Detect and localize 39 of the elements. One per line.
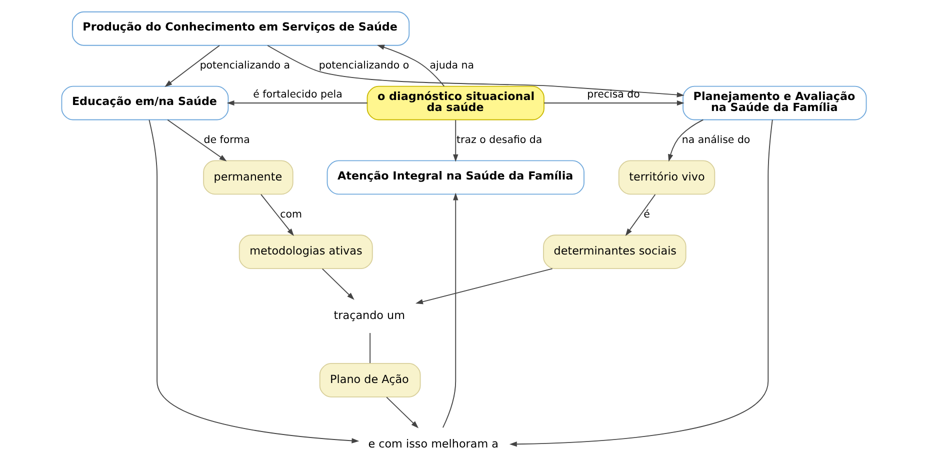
node-box: permanente	[202, 160, 293, 195]
arrow	[452, 120, 458, 162]
arrow	[668, 119, 704, 162]
arrow	[260, 194, 294, 236]
edge-label: precisa do	[586, 89, 640, 100]
node-box: Educação em/na Saúde	[60, 86, 228, 120]
edge-label: de forma	[203, 134, 250, 146]
edge-label: ajuda na	[429, 60, 474, 72]
edge-label: é fortalecido pela	[252, 89, 342, 100]
arrow	[164, 44, 220, 87]
arrow	[166, 119, 226, 162]
edge-label: potencializando a	[199, 60, 290, 72]
arrow	[414, 268, 552, 304]
node-box: Atenção Integral na Saúde da Família	[326, 160, 584, 195]
edge-label: com	[280, 209, 302, 220]
arrow	[442, 192, 458, 428]
arrow	[376, 44, 444, 87]
arrow	[321, 268, 354, 300]
arrow	[226, 100, 368, 106]
node-box: território vivo	[618, 160, 715, 195]
arrow	[386, 396, 418, 428]
edge-label: é	[643, 209, 650, 220]
edge-label: traz o desafio da	[456, 134, 542, 146]
arrow	[624, 194, 656, 236]
edge-label: na análise do	[681, 134, 750, 146]
arrow	[148, 120, 359, 444]
node-box: metodologias ativas	[238, 234, 372, 270]
node-box: determinantes sociais	[542, 234, 686, 270]
node-box: Planejamento e Avaliação na Saúde da Família	[682, 86, 866, 120]
node-box: Plano de Ação	[318, 363, 420, 398]
arrow	[508, 119, 772, 447]
node-text: traçando um	[333, 308, 405, 322]
arrow	[266, 45, 684, 98]
arrow	[543, 100, 684, 106]
edge-label: potencializando o	[318, 60, 409, 72]
connector	[369, 332, 370, 364]
node-box: o diagnóstico situacional da saúde	[366, 86, 544, 120]
node-box: Produção do Conhecimento em Serviços de Saúde	[71, 11, 410, 46]
node-text: e com isso melhoram a	[368, 437, 498, 450]
